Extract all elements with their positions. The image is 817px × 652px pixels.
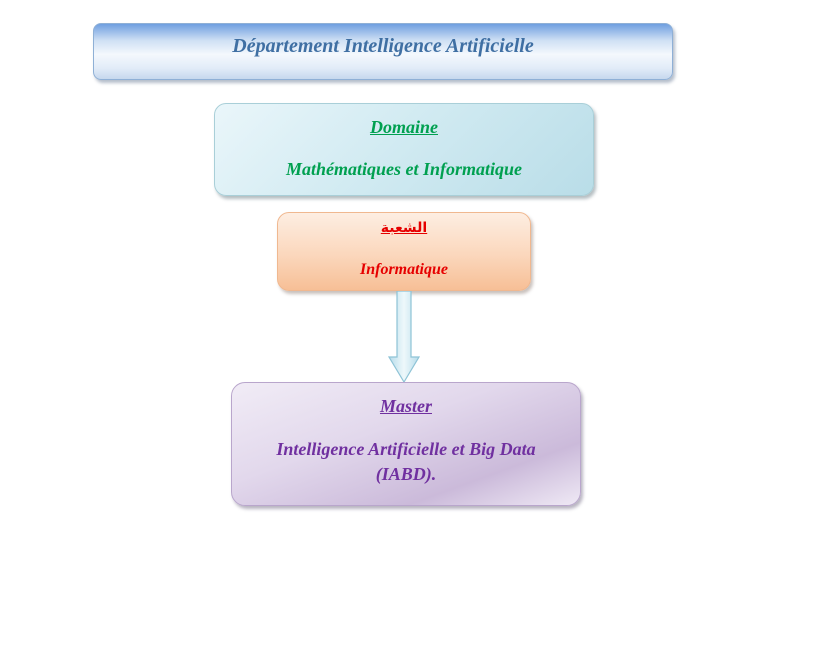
- master-value: Intelligence Artificielle et Big Data (I…: [276, 439, 536, 484]
- filiere-box: الشعبة Informatique: [277, 212, 531, 291]
- domaine-label: Domaine: [369, 117, 438, 137]
- domaine-value: Mathématiques et Informatique: [285, 159, 523, 179]
- filiere-value: Informatique: [359, 261, 448, 278]
- domaine-box: Domaine Mathématiques et Informatique: [214, 103, 594, 196]
- department-box: Département Intelligence Artificielle: [93, 23, 673, 80]
- down-arrow-icon: [388, 291, 420, 383]
- department-title: Département Intelligence Artificielle: [232, 35, 534, 57]
- master-box: Master Intelligence Artificielle et Big …: [231, 382, 581, 506]
- master-label: Master: [379, 396, 432, 416]
- filiere-label: الشعبة: [380, 220, 428, 236]
